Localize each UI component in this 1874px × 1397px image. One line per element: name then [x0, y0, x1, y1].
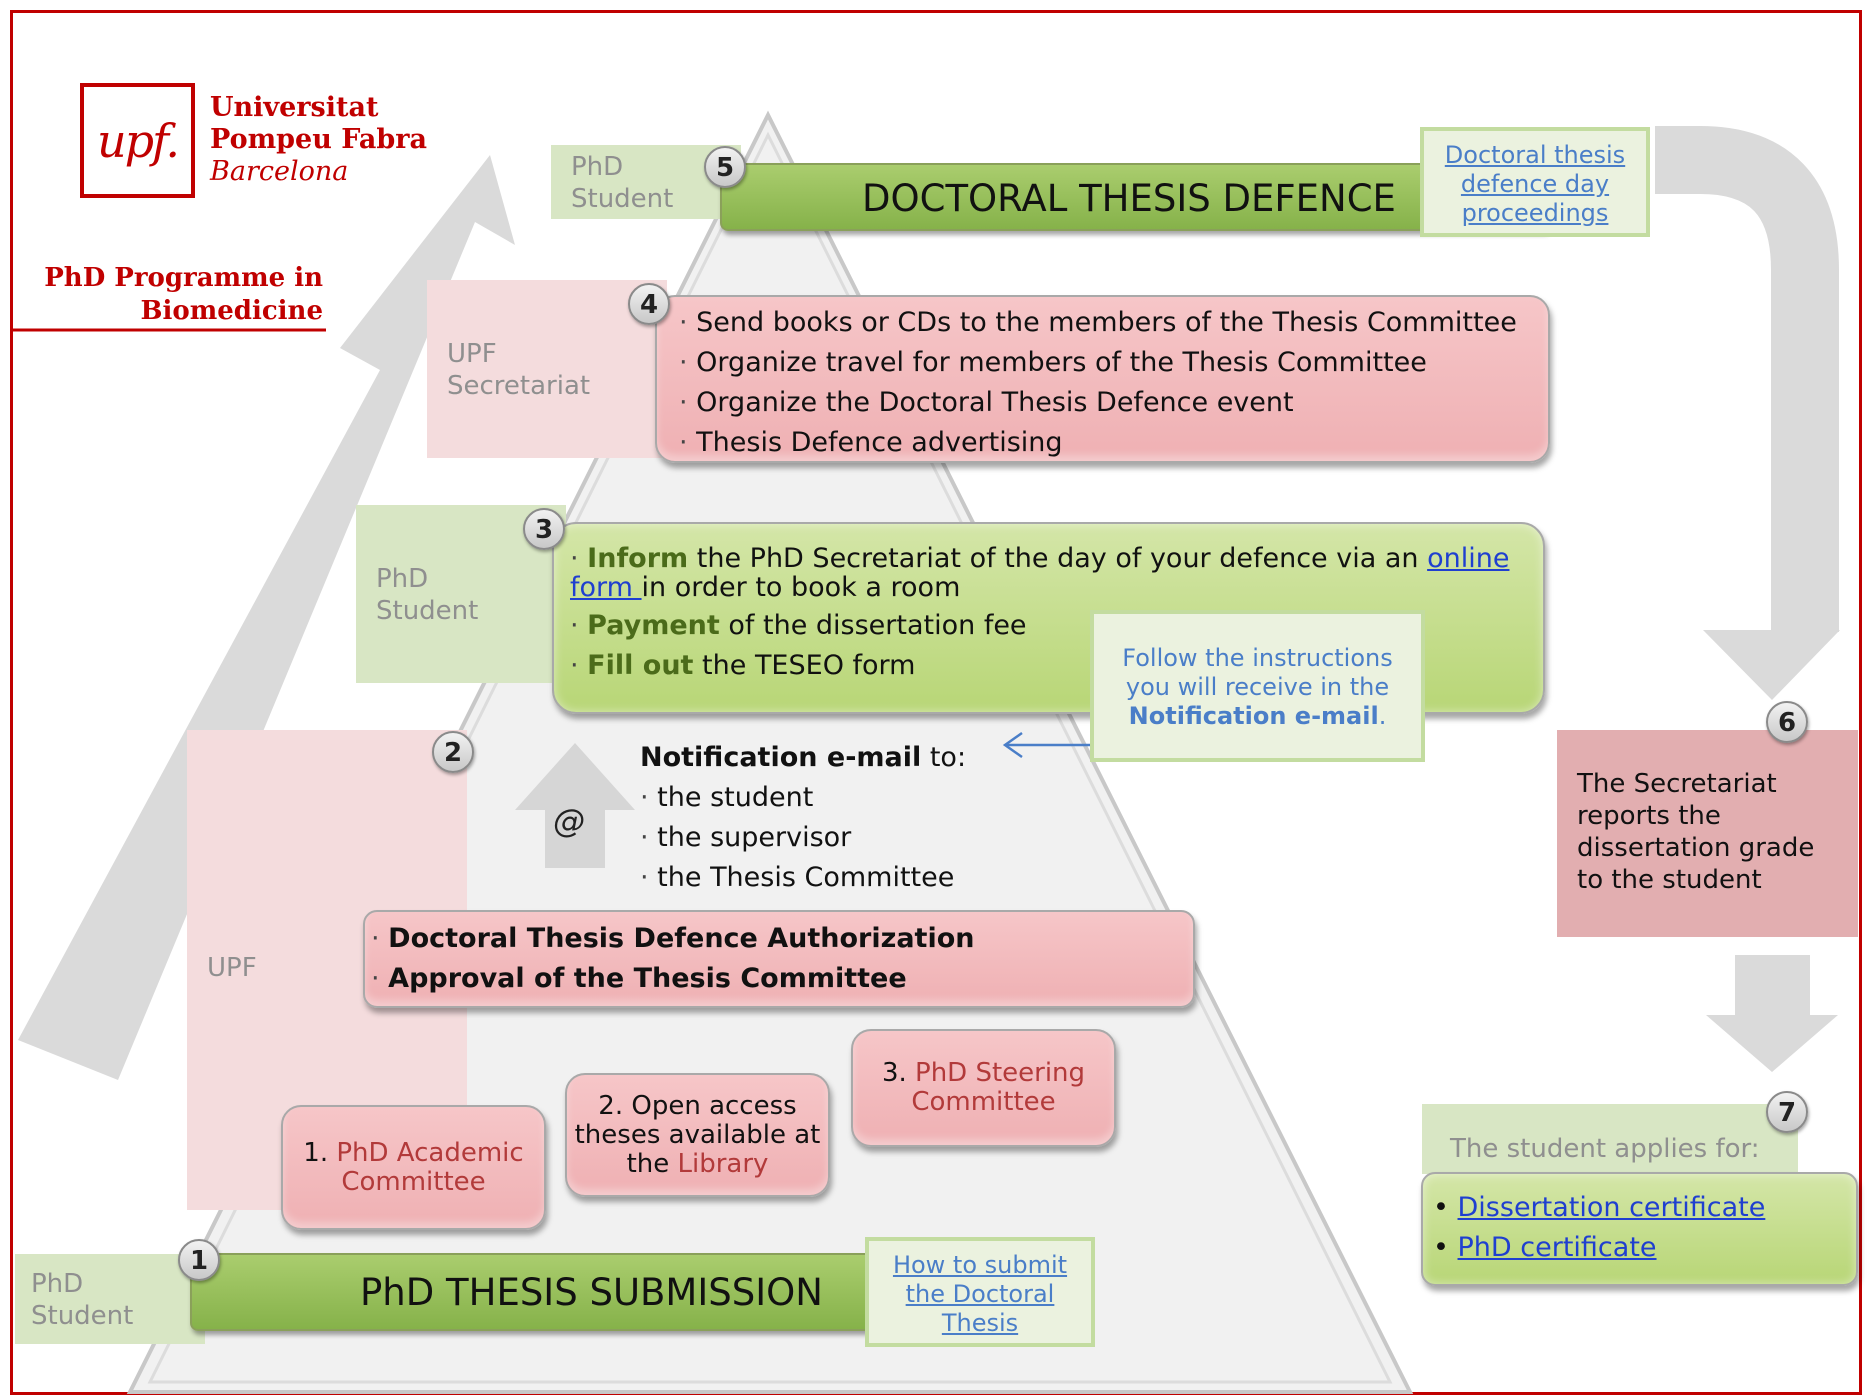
step4-item-4-text: Thesis Defence advertising — [696, 427, 1063, 458]
university-line-1: Universitat — [210, 92, 379, 123]
steering-committee-red: PhD Steering Committee — [911, 1058, 1086, 1117]
step3-payment-line: · Payment of the dissertation fee — [570, 610, 1027, 641]
notification-list: Notification e-mail to: · the student · … — [640, 738, 966, 898]
step7-heading: The student applies for: — [1450, 1134, 1760, 1164]
university-name: Universitat Pompeu Fabra Barcelona — [210, 92, 427, 188]
steering-committee-box: 3. PhD Steering Committee — [851, 1029, 1116, 1147]
step1-number: 1 — [178, 1239, 220, 1281]
step3-note-text: Follow the instructions you will receive… — [1122, 644, 1393, 701]
academic-committee-red: PhD Academic Committee — [336, 1137, 524, 1197]
authorization-item-1-text: Doctoral Thesis Defence Authorization — [388, 923, 975, 954]
label-phd-student-bottom-text: PhD Student — [31, 1269, 134, 1331]
label-phd-student-mid-text: PhD Student — [376, 564, 479, 626]
step4-item-2-text: Organize travel for members of the Thesi… — [696, 347, 1427, 378]
recipient-student: · the student — [640, 782, 814, 813]
step5-number: 5 — [704, 146, 746, 188]
recipient-committee: · the Thesis Committee — [640, 862, 955, 893]
step3-note-bold: Notification e-mail — [1128, 702, 1379, 730]
certificate-item-2: • PhD certificate — [1433, 1232, 1657, 1263]
step4-item-1-text: Send books or CDs to the members of the … — [696, 307, 1517, 338]
step3-fill-text: the TESEO form — [693, 650, 916, 681]
step3-fill-bold: Fill out — [587, 650, 694, 681]
programme-line-2: Biomedicine — [140, 296, 323, 326]
authorization-item-2: · Approval of the Thesis Committee — [371, 963, 907, 994]
step3-payment-text: of the dissertation fee — [719, 610, 1027, 641]
open-access-library: Library — [677, 1148, 769, 1179]
curve-arrow-5-to-6 — [1655, 126, 1839, 632]
notification-bold: Notification e-mail — [640, 742, 922, 773]
recipient-student-text: the student — [657, 782, 814, 813]
step3-note-end: . — [1378, 702, 1387, 730]
step3-inform-text: the PhD Secretariat of the day of your d… — [688, 543, 1428, 574]
label-phd-student-bottom: PhD Student — [15, 1254, 205, 1344]
step5-defence-bar: DOCTORAL THESIS DEFENCE — [720, 163, 1550, 231]
step4-item-3: · Organize the Doctoral Thesis Defence e… — [679, 387, 1294, 418]
label-upf-text: UPF — [207, 953, 257, 983]
step3-payment-bold: Payment — [587, 610, 720, 641]
step6-number: 6 — [1766, 701, 1808, 743]
down-arrow-6-to-7 — [1706, 955, 1838, 1072]
step1-howto-link-text[interactable]: How to submit the Doctoral Thesis — [892, 1251, 1068, 1337]
step1-title: PhD THESIS SUBMISSION — [360, 1271, 823, 1314]
note-arrow-head — [1002, 731, 1023, 759]
authorization-item-2-text: Approval of the Thesis Committee — [388, 963, 907, 994]
step4-number: 4 — [628, 283, 670, 325]
step3-book-room-text: in order to book a room — [641, 572, 961, 603]
step3-inform-line: · Inform the PhD Secretariat of the day … — [570, 543, 1510, 603]
authorization-box: · Doctoral Thesis Defence Authorization … — [363, 910, 1195, 1008]
upf-logo-mark: upf. — [96, 113, 180, 168]
academic-committee-num: 1. — [303, 1137, 337, 1168]
step7-heading-box: The student applies for: — [1422, 1104, 1798, 1174]
academic-committee-box: 1. PhD Academic Committee — [281, 1105, 546, 1230]
step3-instructions-note: Follow the instructions you will receive… — [1090, 610, 1425, 762]
step4-item-1: · Send books or CDs to the members of th… — [679, 307, 1517, 338]
open-access-text: 2. Open access theses available at the L… — [567, 1090, 828, 1179]
step6-text: The Secretariat reports the dissertation… — [1577, 769, 1815, 895]
step7-number: 7 — [1766, 1091, 1808, 1133]
step4-secretariat-box: · Send books or CDs to the members of th… — [655, 295, 1550, 463]
step3-fill-line: · Fill out the TESEO form — [570, 650, 916, 681]
step6-grade-note: The Secretariat reports the dissertation… — [1557, 730, 1858, 937]
step4-item-4: · Thesis Defence advertising — [679, 427, 1063, 458]
recipient-supervisor-text: the supervisor — [657, 822, 852, 853]
label-phd-student-top-text: PhD Student — [571, 152, 674, 214]
step4-item-2: · Organize travel for members of the The… — [679, 347, 1427, 378]
step3-number: 3 — [523, 508, 565, 550]
step3-online-form-link-b[interactable]: form — [570, 572, 642, 603]
authorization-item-1: · Doctoral Thesis Defence Authorization — [371, 923, 975, 954]
academic-committee-text: 1. PhD Academic Committee — [283, 1137, 544, 1197]
step7-certificates-box: • Dissertation certificate • PhD certifi… — [1421, 1172, 1858, 1286]
steering-committee-text: 3. PhD Steering Committee — [853, 1059, 1114, 1117]
step1-submission-bar: PhD THESIS SUBMISSION — [190, 1253, 890, 1331]
step2-number: 2 — [432, 731, 474, 773]
programme-line-1: PhD Programme in — [44, 263, 323, 293]
dissertation-certificate-link[interactable]: Dissertation certificate — [1457, 1192, 1766, 1223]
upf-logo: upf. — [80, 83, 195, 198]
steering-committee-num: 3. — [881, 1058, 916, 1088]
university-line-2: Pompeu Fabra — [210, 124, 428, 155]
at-sign-icon: @ — [553, 802, 585, 840]
open-access-box: 2. Open access theses available at the L… — [565, 1073, 830, 1197]
step5-proceedings-link[interactable]: Doctoral thesis defence day proceedings — [1420, 127, 1650, 237]
recipient-supervisor: · the supervisor — [640, 822, 852, 853]
certificate-item-1: • Dissertation certificate — [1433, 1192, 1766, 1223]
step5-proceedings-link-text[interactable]: Doctoral thesis defence day proceedings — [1444, 141, 1626, 227]
step1-howto-link[interactable]: How to submit the Doctoral Thesis — [865, 1237, 1095, 1347]
label-upf-secretariat-text: UPF Secretariat — [447, 339, 591, 401]
university-line-3: Barcelona — [210, 156, 349, 187]
recipient-committee-text: the Thesis Committee — [657, 862, 955, 893]
phd-certificate-link[interactable]: PhD certificate — [1457, 1232, 1657, 1263]
notification-to: to: — [921, 742, 967, 773]
step3-inform-bold: Inform — [587, 543, 689, 574]
step3-online-form-link-a[interactable]: online — [1427, 543, 1510, 574]
notification-heading: Notification e-mail to: — [640, 738, 966, 778]
step5-title: DOCTORAL THESIS DEFENCE — [862, 177, 1396, 220]
step4-item-3-text: Organize the Doctoral Thesis Defence eve… — [696, 387, 1294, 418]
programme-title: PhD Programme in Biomedicine — [20, 262, 323, 328]
up-arrow-notification — [515, 743, 635, 868]
label-upf-secretariat: UPF Secretariat — [427, 280, 667, 458]
curve-arrow-head — [1703, 630, 1840, 700]
open-access-plain: 2. Open access theses available at the — [574, 1090, 821, 1179]
ascend-arrow — [18, 155, 515, 1080]
